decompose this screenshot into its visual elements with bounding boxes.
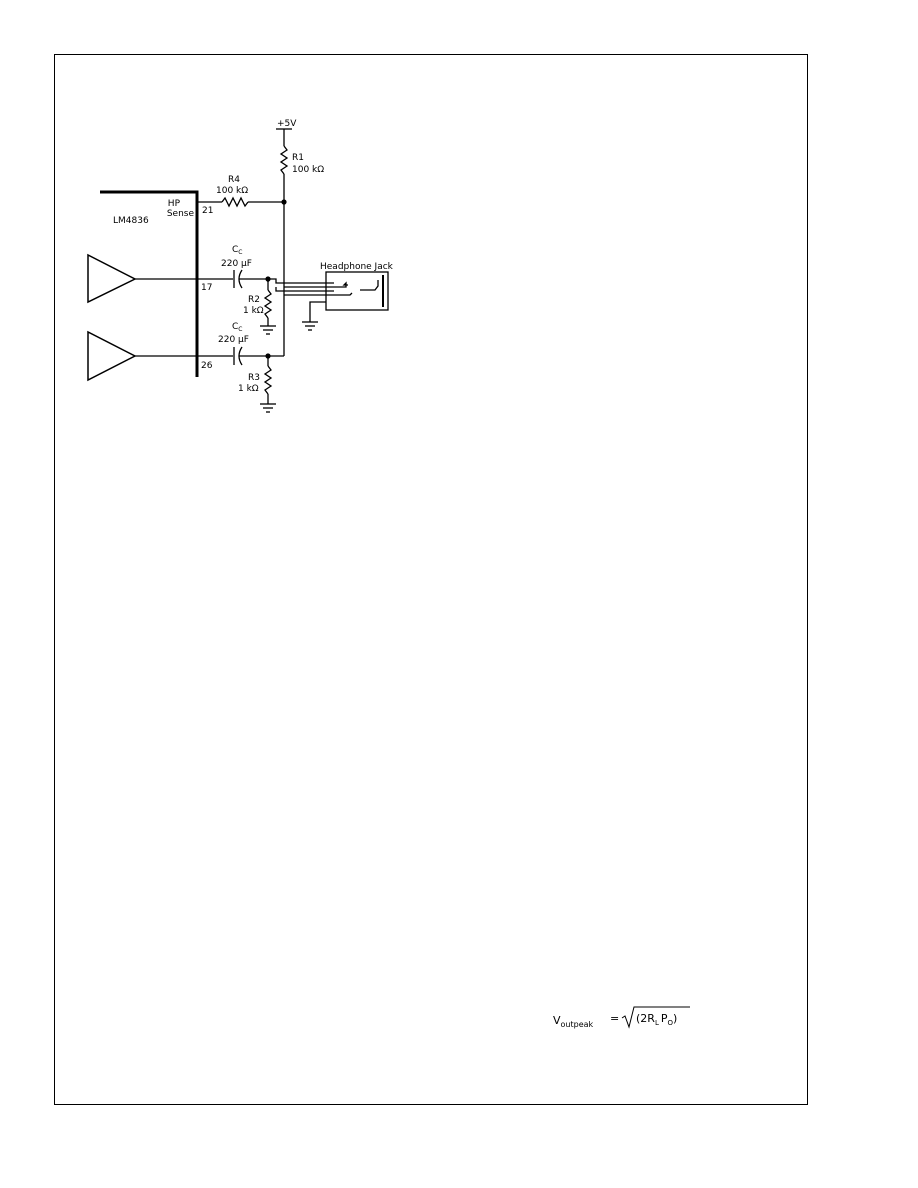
jack-wire-mid-a: [275, 287, 334, 292]
r4-resistor: [221, 196, 249, 208]
ground-jack-symbol: [302, 321, 318, 331]
pin-left: 17: [201, 283, 212, 293]
supply-label: +5V: [277, 119, 297, 129]
ground-r3-symbol: [260, 403, 276, 413]
headphone-jack-label: Headphone Jack: [320, 262, 394, 272]
r1-resistor: [279, 145, 289, 175]
chip-label: LM4836: [113, 216, 149, 226]
chip-outline: [100, 190, 199, 377]
jack-contact-sleeve: [360, 280, 379, 291]
jack-contact-ring: [334, 292, 353, 296]
pin-right: 26: [201, 361, 213, 371]
junction-bottom-node: [265, 353, 271, 359]
r4-value: 100 kΩ: [216, 186, 248, 196]
junction-top-node: [265, 276, 271, 282]
r2-resistor: [263, 289, 273, 319]
r4-name: R4: [228, 175, 240, 185]
r3-resistor: [263, 365, 273, 395]
formula-equals: =: [610, 1012, 619, 1025]
jack-contact-tip: [334, 281, 348, 288]
r2-value: 1 kΩ: [243, 306, 264, 316]
cc-bottom-name: CC: [232, 322, 243, 333]
page-frame: [54, 54, 808, 1105]
jack-ground-wire: [309, 301, 326, 322]
square-root-symbol: [621, 1006, 690, 1029]
r3-value: 1 kΩ: [238, 384, 259, 394]
formula-lhs: Voutpeak: [553, 1014, 594, 1029]
ground-r2-symbol: [260, 325, 276, 335]
jack-wire-top: [268, 278, 334, 284]
amplifier-right-symbol: [87, 330, 137, 382]
amplifier-left-symbol: [87, 253, 137, 304]
cc-bottom-value: 220 µF: [218, 335, 249, 345]
hp-sense-label-line1: HP: [168, 199, 181, 209]
hp-sense-label-line2: Sense: [167, 209, 195, 219]
junction-sense-node: [281, 199, 287, 205]
r1-value: 100 kΩ: [292, 165, 324, 175]
r1-name: R1: [292, 153, 304, 163]
r2-name: R2: [248, 295, 260, 305]
r3-name: R3: [248, 373, 260, 383]
pin-hp-sense: 21: [202, 206, 213, 216]
cc-top-value: 220 µF: [221, 259, 252, 269]
cc-top-name: CC: [232, 245, 243, 256]
